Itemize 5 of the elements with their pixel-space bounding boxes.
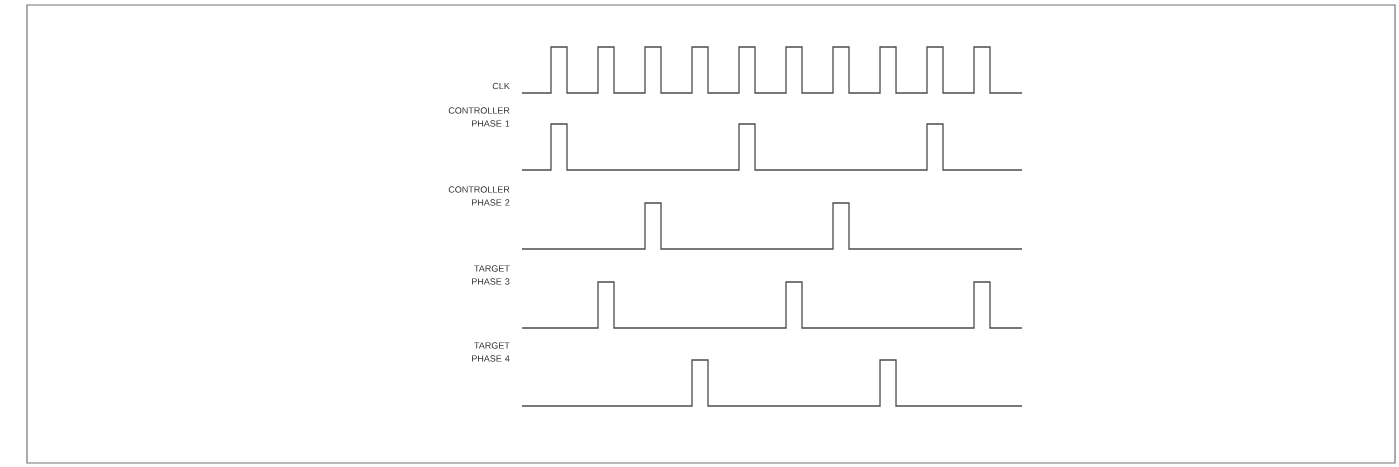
signal-label: TARGET PHASE 3 xyxy=(472,265,510,285)
signal-label: TARGET PHASE 4 xyxy=(472,342,510,362)
signal-label: CLK xyxy=(492,82,510,90)
signal-label: CONTROLLER PHASE 1 xyxy=(448,107,510,127)
signal-label: CONTROLLER PHASE 2 xyxy=(448,186,510,206)
